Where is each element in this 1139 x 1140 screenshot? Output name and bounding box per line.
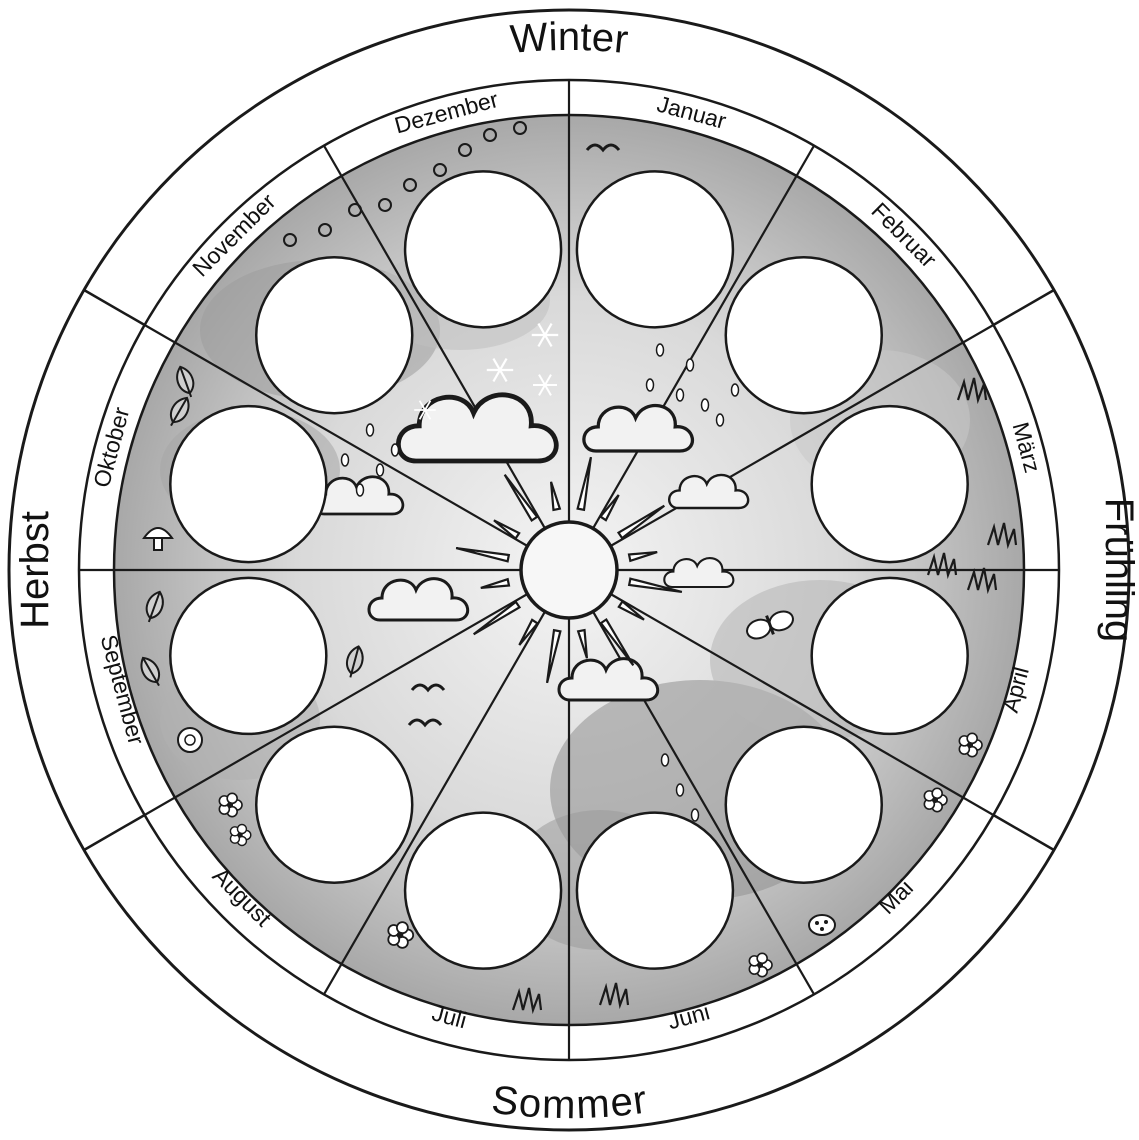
month-slot-dezember[interactable] — [405, 171, 561, 327]
month-slot-januar[interactable] — [577, 171, 733, 327]
season-label-herbst: Herbst — [13, 511, 57, 629]
raindrop-icon — [657, 344, 664, 356]
raindrop-icon — [342, 454, 349, 466]
month-slot-oktober[interactable] — [170, 406, 326, 562]
raindrop-icon — [692, 809, 699, 821]
season-label-sommer: Sommer — [489, 1078, 649, 1128]
snail-icon — [178, 728, 202, 752]
month-slot-juli[interactable] — [405, 813, 561, 969]
raindrop-icon — [392, 444, 399, 456]
month-slot-juni[interactable] — [577, 813, 733, 969]
season-label-fruehling: Frühling — [1097, 498, 1139, 643]
raindrop-icon — [702, 399, 709, 411]
month-slot-februar[interactable] — [726, 257, 882, 413]
ladybug-icon — [809, 915, 835, 935]
raindrop-icon — [717, 414, 724, 426]
raindrop-icon — [357, 484, 364, 496]
month-slot-april[interactable] — [812, 578, 968, 734]
month-slot-august[interactable] — [256, 727, 412, 883]
raindrop-icon — [687, 359, 694, 371]
raindrop-icon — [677, 784, 684, 796]
month-slot-mai[interactable] — [726, 727, 882, 883]
raindrop-icon — [677, 389, 684, 401]
raindrop-icon — [377, 464, 384, 476]
month-slot-maerz[interactable] — [812, 406, 968, 562]
raindrop-icon — [732, 384, 739, 396]
season-label-winter: Winter — [509, 15, 630, 62]
month-slot-november[interactable] — [256, 257, 412, 413]
raindrop-icon — [647, 379, 654, 391]
raindrop-icon — [367, 424, 374, 436]
sun-disc — [521, 522, 617, 618]
raindrop-icon — [662, 754, 669, 766]
month-slot-september[interactable] — [170, 578, 326, 734]
